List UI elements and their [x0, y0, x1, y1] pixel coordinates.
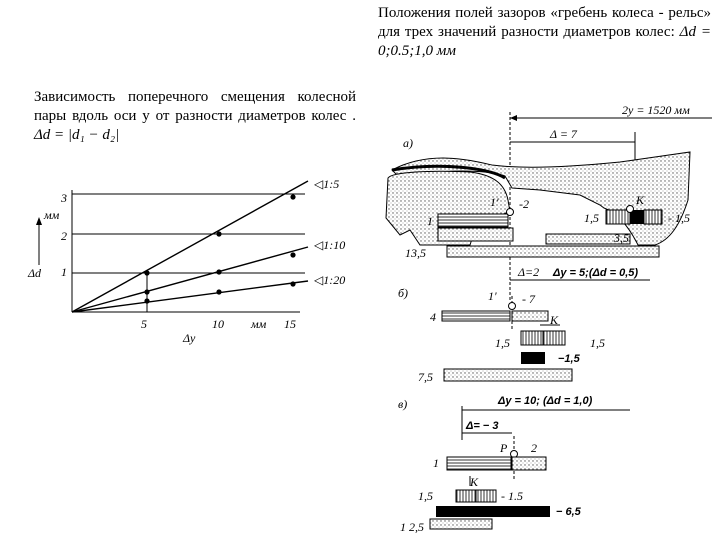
line-label-1-20: ◁1:20: [313, 273, 345, 287]
contact-point: [626, 205, 634, 213]
zone-bar: [475, 489, 497, 503]
data-point: [144, 289, 150, 295]
label-3-5: 3,5: [613, 231, 629, 245]
label-4: 4: [430, 310, 436, 324]
data-point: [144, 298, 150, 304]
label-1: 1: [427, 214, 433, 228]
label-k-c: К: [469, 475, 479, 489]
x-axis-label: Δy: [182, 331, 196, 345]
line-1-5: [71, 180, 309, 313]
label-minus-1-5: - 1,5: [668, 211, 690, 225]
label-2: 2: [531, 441, 537, 455]
zone-bar: [455, 489, 477, 503]
contact-point: [508, 302, 516, 310]
gauge-arrow: [510, 115, 517, 121]
contact-point: [506, 208, 514, 216]
label-1-5: 1,5: [584, 211, 599, 225]
zone-bar: [437, 227, 514, 242]
label-minus-6-5: − 6,5: [556, 506, 582, 518]
displacement-graph: 3 мм 2 1 Δd 5 10 мм 15 Δy ◁1:5 ◁1:10 ◁1:…: [27, 177, 345, 345]
line-label-1-5: ◁1:5: [313, 177, 339, 191]
line-label-1-10: ◁1:10: [313, 238, 345, 252]
left-title-formula: Δd = |d₁ − d₂|: [34, 127, 120, 143]
label-1prime: 1': [490, 195, 499, 209]
label-k: К: [635, 193, 645, 207]
y-tick-2: 2: [61, 229, 67, 243]
left-title: Зависимость поперечного смещения колесно…: [34, 88, 356, 145]
label-1-c: 1: [433, 456, 439, 470]
label-7-5: 7,5: [418, 370, 433, 384]
dy-b-label: Δy = 5;(Δd = 0,5): [552, 267, 638, 279]
zone-bar: [542, 330, 566, 346]
data-point: [144, 270, 150, 276]
zone-bar: [429, 518, 493, 530]
delta-b-label: Δ=2: [517, 265, 539, 279]
zone-bar: [436, 506, 550, 517]
label-1prime-b: 1': [488, 289, 497, 303]
y-axis-label: Δd: [27, 266, 42, 280]
scheme-c-letter: в): [398, 397, 407, 411]
zone-bar: [446, 456, 512, 471]
x-tick-5: 5: [141, 317, 147, 331]
scheme-b: Δ=2 Δy = 5;(Δd = 0,5) б) 1' - 7 4 К 1,5 …: [398, 265, 650, 384]
label-1-5-c: 1,5: [418, 489, 433, 503]
data-point: [290, 252, 296, 258]
line-1-10: [71, 246, 309, 313]
zone-bar: [630, 210, 644, 224]
label-minus-1-5-c: - 1.5: [501, 489, 523, 503]
left-title-text: Зависимость поперечного смещения колесно…: [34, 89, 356, 124]
zone-bar: [441, 310, 511, 322]
scheme-b-letter: б): [398, 286, 408, 300]
zone-bar: [511, 310, 549, 322]
data-point: [290, 281, 296, 287]
line-1-20: [71, 280, 309, 313]
zone-bar: [605, 209, 631, 225]
x-tick-10: 10: [212, 317, 224, 331]
right-title: Положения полей зазоров «гребень колеса …: [378, 4, 711, 61]
y-unit-label: мм: [43, 208, 60, 222]
label-12-5: 1 2,5: [400, 520, 424, 534]
dy-c-label: Δy = 10; (Δd = 1,0): [497, 395, 593, 407]
data-point: [216, 231, 222, 237]
data-point: [290, 194, 296, 200]
zone-bar: [643, 209, 663, 225]
label-1-5-b: 1,5: [495, 336, 510, 350]
scheme-a-letter: а): [403, 136, 413, 150]
y-arrow-head: [36, 217, 42, 225]
data-point: [216, 289, 222, 295]
x-tick-15: 15: [284, 317, 296, 331]
label-minus-1-5-b: −1,5: [558, 353, 581, 365]
zone-bar: [443, 368, 573, 382]
wheel-profile-line: [391, 164, 506, 180]
zone-bar: [446, 245, 660, 258]
zone-bar: [511, 456, 547, 471]
scheme-a: 2y = 1520 мм Δ = 7 а) 1' -2 К 1 1,5 - 1,…: [385, 103, 712, 300]
scheme-c: в) Δy = 10; (Δd = 1,0) Δ= − 3 Р 2 1 К 1,…: [398, 395, 630, 534]
right-title-formula: Δd = 0;0.5;1,0 мм: [378, 24, 711, 59]
gauge-label: 2y = 1520 мм: [622, 103, 690, 117]
zone-bar: [437, 213, 509, 228]
data-points: [144, 194, 296, 304]
y-tick-1: 1: [61, 265, 67, 279]
data-point: [216, 269, 222, 275]
label-p: Р: [499, 441, 508, 455]
delta-a-label: Δ = 7: [549, 127, 578, 141]
label-1-5-b2: 1,5: [590, 336, 605, 350]
label-k-b: К: [549, 313, 559, 327]
x-unit-label: мм: [250, 317, 267, 331]
y-tick-3: 3: [60, 191, 67, 205]
label-minus2: -2: [519, 197, 529, 211]
label-13-5: 13,5: [405, 246, 426, 260]
contact-point: [510, 450, 518, 458]
label-minus7: - 7: [522, 292, 536, 306]
zone-bar: [521, 352, 545, 364]
delta-c-label: Δ= − 3: [465, 420, 498, 432]
right-title-text: Положения полей зазоров «гребень колеса …: [378, 5, 711, 40]
zone-bar: [520, 330, 544, 346]
zone-bar: [545, 233, 631, 245]
